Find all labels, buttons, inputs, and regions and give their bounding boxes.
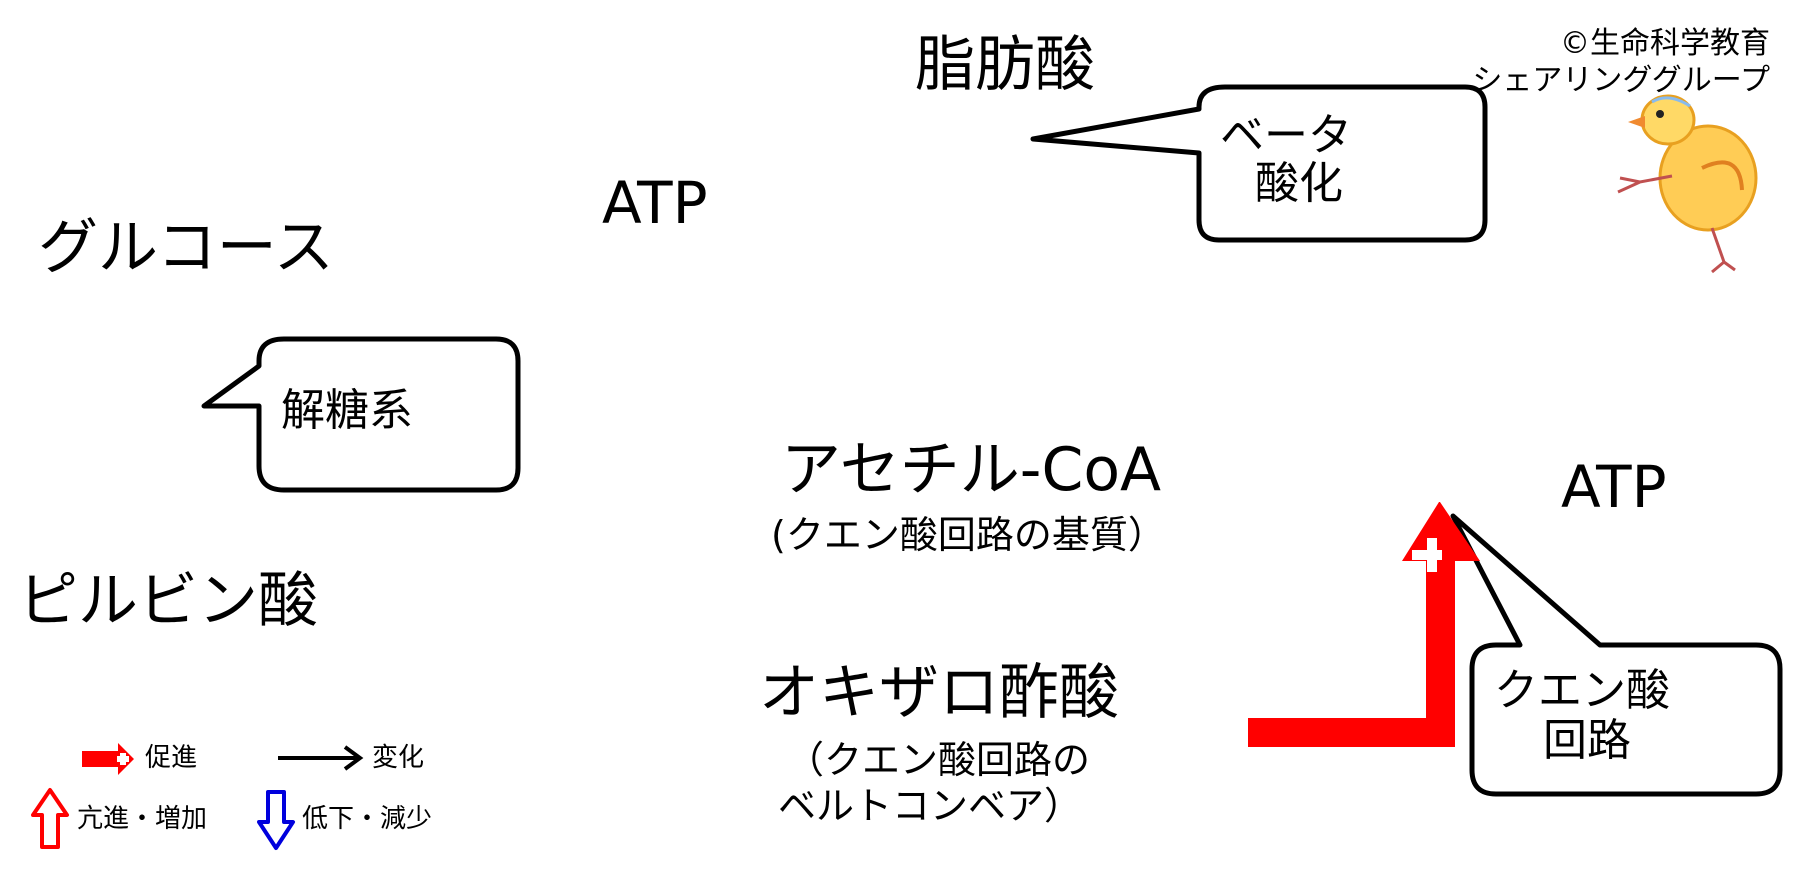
increase-arrow-icon: [31, 788, 69, 849]
citric-cycle-bubble: [1450, 513, 1783, 797]
glycolysis-text: 解糖系: [281, 385, 413, 436]
promote-arrow-icon: [82, 743, 134, 775]
decrease-arrow-icon: [257, 790, 295, 850]
fatty-acid-label: 脂肪酸: [915, 30, 1095, 100]
plus-icon: [1412, 538, 1442, 572]
credit-line-1: ©生命科学教育: [1560, 26, 1770, 61]
pyruvate-label: ピルビン酸: [18, 566, 318, 636]
atp-top-label: ATP: [602, 169, 708, 237]
oxaloacetate-note-1: （クエン酸回路の: [786, 738, 1091, 782]
legend-decrease-label: 低下・減少: [302, 804, 433, 834]
citric-cycle-text-2: 回路: [1543, 715, 1631, 766]
beta-oxidation-text-2: 酸化: [1255, 158, 1343, 209]
acetyl-coa-note: (クエン酸回路の基質）: [771, 513, 1166, 557]
citric-cycle-text-1: クエン酸: [1494, 665, 1670, 716]
glycolysis-bubble: [201, 336, 521, 493]
oxaloacetate-label: オキザロ酢酸: [759, 658, 1119, 728]
atp-right-label: ATP: [1561, 453, 1667, 521]
legend-promote-label: 促進: [145, 743, 198, 773]
beta-oxidation-text-1: ベータ: [1220, 110, 1352, 161]
legend-increase-label: 亢進・増加: [77, 804, 208, 834]
change-arrow-icon: [278, 745, 364, 771]
glucose-label: グルコース: [38, 213, 334, 283]
beta-oxidation-bubble: [1030, 84, 1488, 243]
chick-illustration: [1617, 94, 1758, 274]
oxaloacetate-note-2: ベルトコンベア）: [778, 784, 1083, 828]
acetyl-coa-label: アセチル-CoA: [781, 435, 1162, 505]
credit-line-2: シェアリンググループ: [1472, 63, 1770, 98]
promote-elbow-arrow: [1248, 502, 1480, 747]
legend-change-label: 変化: [372, 743, 425, 773]
